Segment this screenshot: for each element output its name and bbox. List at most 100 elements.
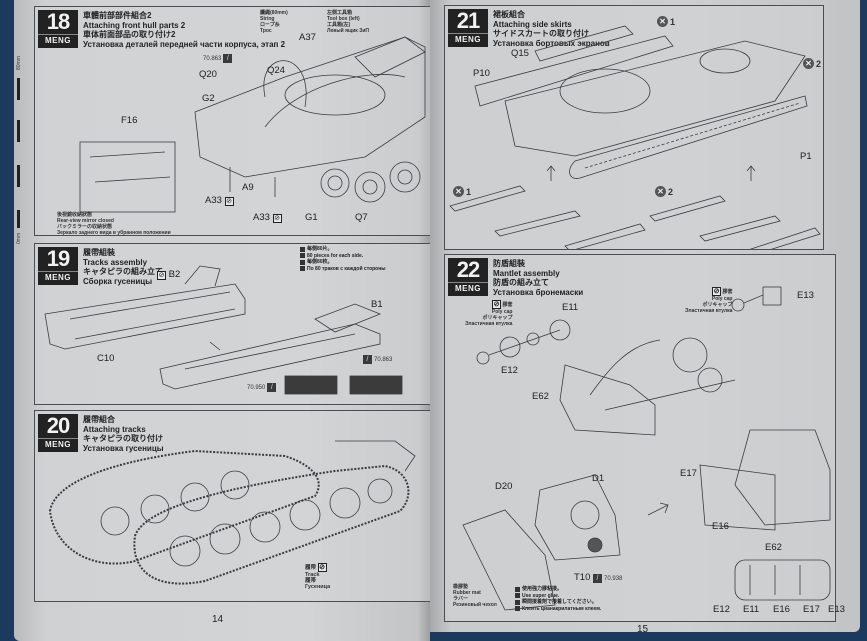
x-circle-icon: ✕	[803, 58, 814, 69]
step-badge: 22 MENG	[448, 258, 488, 296]
step-badge: 18 MENG	[38, 10, 78, 48]
track-jig-drawing	[44, 265, 403, 395]
title-cn: 履帶組裝	[83, 248, 115, 257]
part-label: E12	[501, 365, 518, 376]
step-18-panel: 18 MENG 車體前部部件組合2 Attaching front hull p…	[34, 6, 431, 236]
title-jp: キャタピラの取り付け	[83, 434, 163, 443]
tank-tracks-drawing	[48, 440, 416, 585]
step-titles: 履帶組合 Attaching tracks キャタピラの取り付け Установ…	[83, 415, 164, 453]
x-circle-icon: ✕	[453, 186, 464, 197]
part-label: E17	[680, 468, 697, 479]
no-cement-icon: ⊘	[317, 563, 327, 572]
part-label: E16	[773, 604, 790, 615]
title-en: Tracks assembly	[83, 257, 148, 267]
part-label: A37	[299, 32, 316, 43]
x-circle-icon: ✕	[657, 16, 668, 27]
title-ru: Установка бортовых экранов	[493, 38, 610, 48]
step-21-panel: 21 MENG 裙板組合 Attaching side skirts サイドスカ…	[444, 5, 824, 250]
part-label: G2	[202, 93, 215, 104]
brand-logo: MENG	[38, 438, 78, 451]
part-label: P10	[473, 68, 490, 79]
step-titles: 履帶組裝 Tracks assembly キャタピラの組み立て Сборка г…	[83, 248, 163, 286]
part-label: E62	[532, 391, 549, 402]
side-skirts-drawing	[449, 25, 821, 249]
pieces-note: 每側80片。 80 pieces for each side. 每側80枚。 П…	[300, 246, 386, 272]
part-label: C10	[97, 353, 115, 364]
step-badge: 19 MENG	[38, 247, 78, 285]
left-page: 80mm 0mm 18 MENG 車體前部部件組合2 Attaching fro…	[14, 0, 431, 641]
part-label: T10 /70.938	[574, 572, 623, 583]
paint-code: 70.863/	[203, 54, 233, 63]
title-jp: サイドスカートの取り付け	[493, 29, 589, 38]
brand-logo: MENG	[38, 34, 78, 47]
brush-icon: /	[593, 574, 603, 583]
step-number: 19	[46, 246, 70, 271]
page-number: 15	[637, 624, 649, 635]
part-label: E13	[797, 290, 814, 301]
title-ru: Установка гусеницы	[83, 443, 164, 453]
no-cement-icon: ⊘	[492, 300, 502, 309]
x-circle-icon: ✕	[655, 186, 666, 197]
brush-icon: /	[267, 383, 277, 392]
part-label: Q7	[355, 212, 368, 223]
part-label: F16	[121, 115, 138, 126]
title-ru: Сборка гусеницы	[83, 276, 153, 286]
right-page: 21 MENG 裙板組合 Attaching side skirts サイドスカ…	[430, 0, 860, 635]
brush-icon: /	[223, 54, 233, 63]
title-ru: Установка деталей передней части корпуса…	[83, 39, 286, 49]
ruler-mark	[17, 165, 20, 187]
ruler-mark	[17, 210, 20, 228]
step-mark: ✕2	[655, 186, 673, 197]
brand-logo: MENG	[448, 282, 488, 295]
title-en: Attaching tracks	[83, 424, 146, 434]
no-cement-icon: ⊘	[157, 271, 166, 280]
step-number: 18	[46, 9, 70, 34]
part-label: D20	[495, 481, 513, 492]
ruler-mark	[17, 120, 20, 142]
part-label: E12	[713, 604, 730, 615]
step-mark: ✕1	[453, 186, 471, 197]
step-badge: 21 MENG	[448, 9, 488, 47]
step-19-panel: 19 MENG 履帶組裝 Tracks assembly キャタピラの組み立て …	[34, 243, 431, 405]
step-titles: 車體前部部件組合2 Attaching front hull parts 2 車…	[83, 11, 285, 49]
brush-icon: /	[363, 355, 372, 364]
step-mark: ✕1	[657, 16, 675, 27]
part-label: D1	[592, 473, 605, 484]
title-jp: キャタピラの組み立て	[83, 267, 163, 276]
page-number: 14	[212, 614, 224, 625]
part-label: E11	[562, 302, 579, 313]
part-label: ⊘ B2	[157, 269, 181, 280]
title-en: Mantlet assembly	[493, 268, 560, 278]
part-label: B1	[371, 299, 383, 310]
step-number: 20	[46, 413, 70, 438]
title-en: Attaching side skirts	[493, 19, 572, 29]
ruler-top-label: 80mm	[16, 56, 22, 70]
part-label: E62	[765, 542, 782, 553]
title-jp: 防盾の組み立て	[493, 278, 549, 287]
part-label: P1	[800, 151, 812, 162]
no-cement-icon: ⊘	[712, 287, 722, 296]
ruler-bottom-label: 0mm	[16, 232, 22, 244]
title-jp: 車体前面部品の取り付け2	[83, 30, 176, 39]
step-titles: 裙板組合 Attaching side skirts サイドスカートの取り付け …	[493, 10, 610, 48]
part-label: A9	[242, 182, 254, 193]
title-cn: 裙板組合	[493, 10, 525, 19]
step-titles: 防盾組裝 Mantlet assembly 防盾の組み立て Установка …	[493, 259, 583, 297]
step-20-panel: 20 MENG 履帶組合 Attaching tracks キャタピラの取り付け…	[34, 410, 431, 602]
step-number: 21	[456, 8, 480, 33]
part-label: E13	[828, 604, 845, 615]
step-mark: ✕2	[803, 58, 821, 69]
step-badge: 20 MENG	[38, 414, 78, 452]
brand-logo: MENG	[448, 33, 488, 46]
step-22-panel: 22 MENG 防盾組裝 Mantlet assembly 防盾の組み立て Ус…	[444, 254, 845, 622]
mantlet-drawing	[462, 286, 831, 611]
step-number: 22	[456, 257, 480, 282]
part-label: Q24	[267, 65, 285, 76]
glue-note: 使用強力膠粘接。 Use super glue. 瞬間接着剤で接着してください。…	[515, 586, 601, 612]
title-ru: Установка бронемаски	[493, 287, 584, 297]
paint-code: 70.950/	[247, 383, 277, 392]
hull-drawing	[79, 36, 426, 213]
no-cement-icon: ⊘	[272, 214, 282, 223]
